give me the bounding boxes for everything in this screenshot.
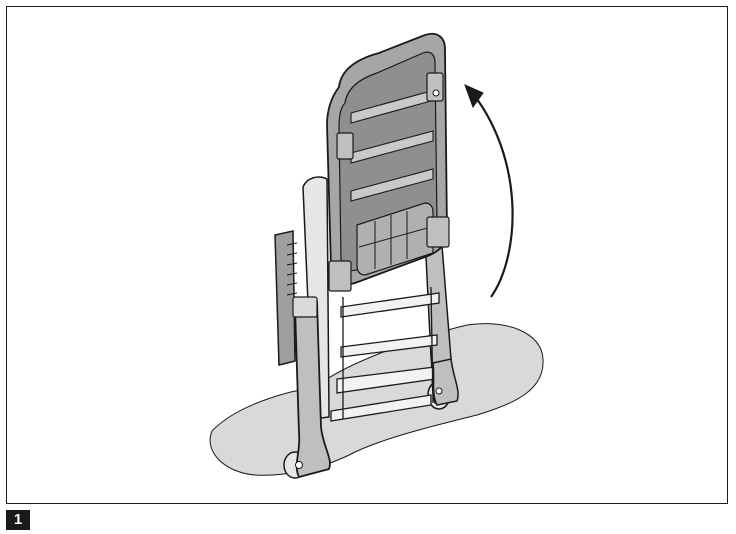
step-number-badge: 1 [6, 510, 30, 530]
front-leg-pin [295, 461, 303, 469]
frame-rails [330, 286, 440, 422]
illustration-frame [6, 6, 728, 504]
hinge-top-right [426, 72, 444, 102]
tray-insert [356, 202, 434, 276]
rear-leg-pin [435, 387, 443, 395]
folded-chair-illustration [209, 32, 544, 479]
hinge-lower-left [328, 260, 352, 292]
front-leg-clip [292, 296, 318, 318]
rack-teeth [286, 242, 298, 296]
hinge-lower-right [426, 216, 450, 248]
height-rack [274, 230, 296, 366]
front-leg [294, 300, 331, 478]
motion-arrow-icon [476, 98, 514, 298]
hinge-pin-top [432, 89, 440, 97]
tray-ribs [358, 211, 432, 269]
motion-arrow-head [464, 84, 484, 109]
seat-back-slats [350, 90, 434, 202]
hinge-top-left [336, 132, 354, 160]
